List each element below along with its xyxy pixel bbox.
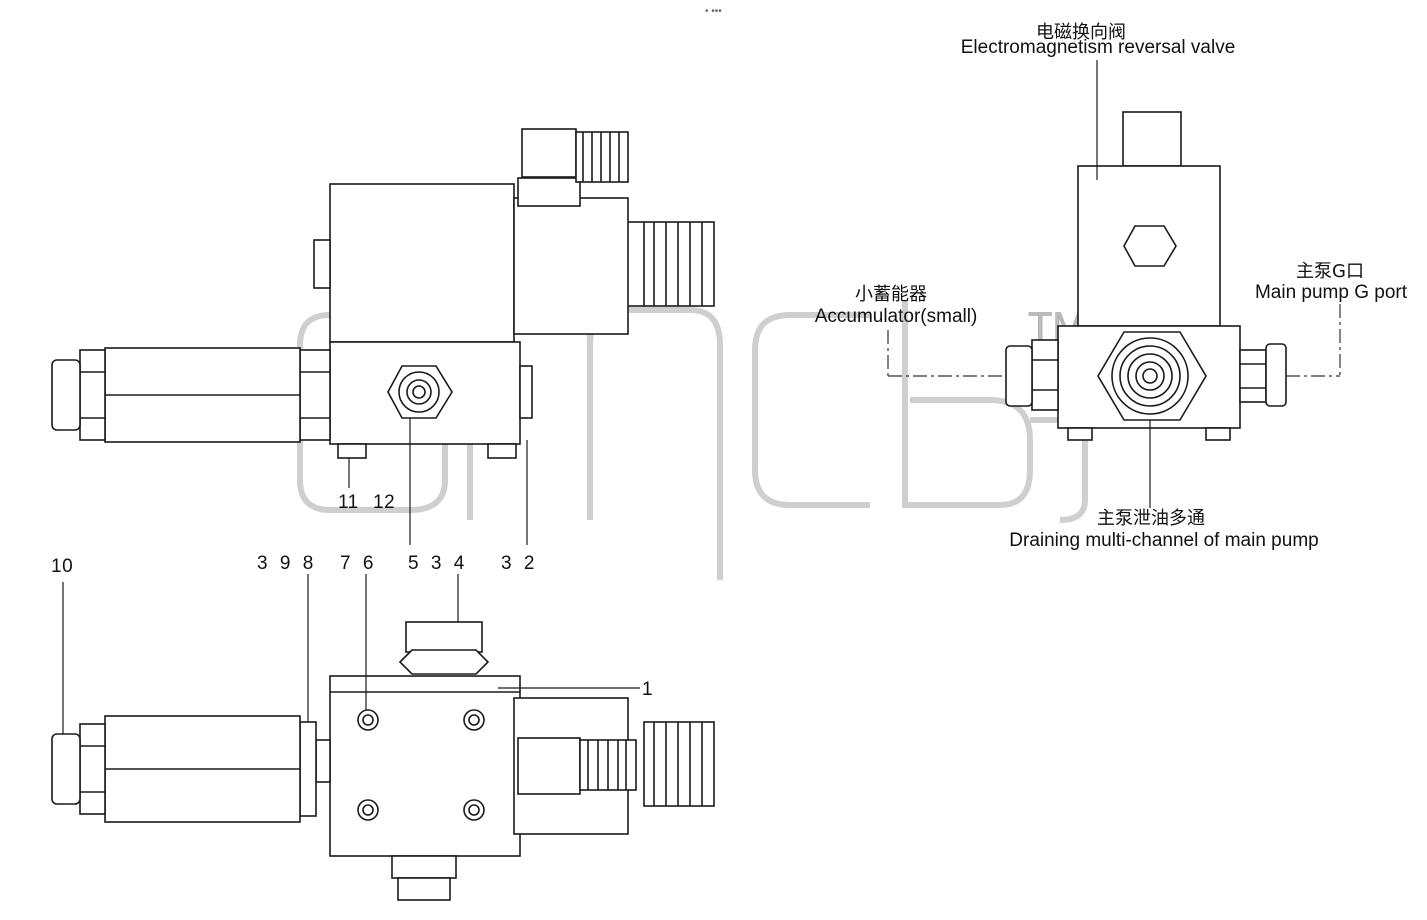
label-main-pump-g-en: Main pump G port [1254, 282, 1408, 303]
label-draining-en: Draining multi-channel of main pump [1009, 530, 1319, 551]
label-reversal-valve-cn: 电磁换向阀 [1036, 22, 1126, 43]
part-number-1: 1 [642, 679, 654, 700]
part-number-10: 10 [51, 556, 74, 577]
label-reversal-valve-en: Electromagnetism reversal valve [960, 37, 1236, 58]
valve-front-view [51, 621, 715, 901]
label-accumulator-cn: 小蓄能器 [855, 284, 927, 305]
label-draining-cn: 主泵泄油多通 [1097, 508, 1205, 529]
valve-top-view [51, 128, 715, 459]
label-accumulator-en: Accumulator(small) [814, 306, 978, 327]
leader-lines-bottom [62, 574, 640, 734]
part-number-5-3-4: 5 3 4 [408, 553, 465, 574]
leader-lines-right [1096, 60, 1151, 508]
top-dots: • ••• [705, 6, 722, 17]
part-number-3-2: 3 2 [501, 553, 535, 574]
dash-lines-right [887, 304, 1341, 377]
part-number-3-9-8: 3 9 8 [257, 553, 314, 574]
part-number-11: 11 [338, 492, 359, 513]
label-main-pump-g-cn: 主泵G口 [1296, 261, 1364, 282]
part-number-12: 12 [373, 492, 396, 513]
leader-lines-top [348, 418, 528, 545]
valve-side-view [1005, 111, 1287, 441]
part-number-7-6: 7 6 [340, 553, 374, 574]
